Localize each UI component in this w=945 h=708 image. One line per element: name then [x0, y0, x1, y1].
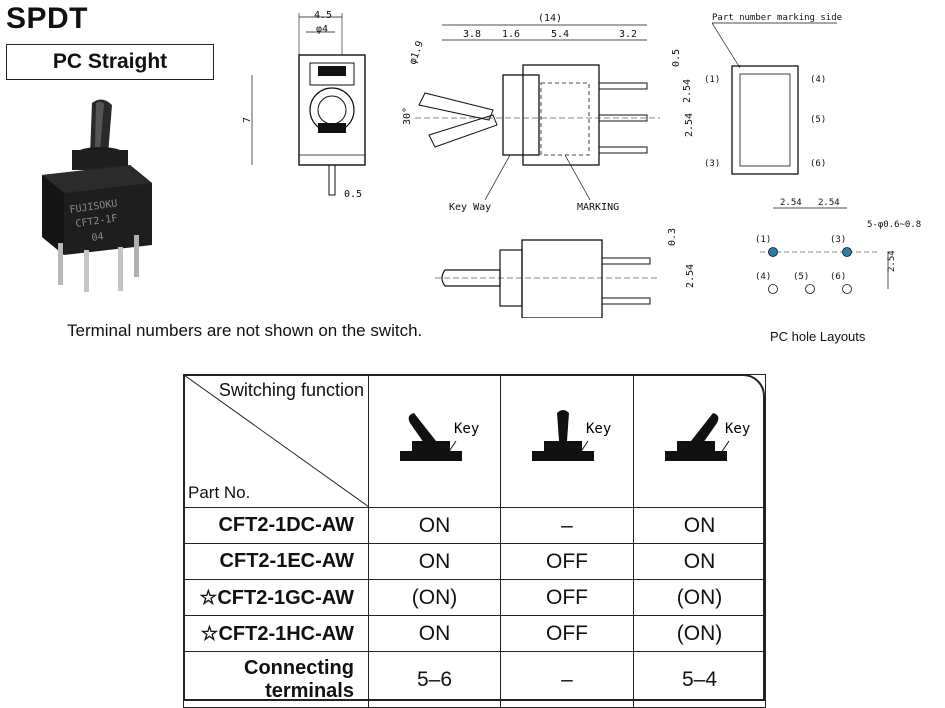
position-center-icon-cell: Key: [500, 374, 634, 508]
connecting-terminals-label: Connecting terminals: [183, 651, 369, 708]
marking-label: MARKING: [577, 202, 619, 213]
subtitle-text: PC Straight: [52, 50, 168, 73]
toggle-center-icon: Key: [532, 410, 611, 461]
table-row: CFT2-1EC-AW ON OFF ON: [183, 543, 766, 580]
hole-pitch-2: 2.54: [818, 198, 840, 208]
state-cell: ON: [633, 543, 766, 580]
side-view-drawing: (14) 3.8 1.6 5.4 3.2 φ1.9 30° 0.5 2.54 2…: [402, 13, 695, 213]
side-d1-label: 3.8: [463, 29, 481, 40]
side-d3-label: 5.4: [551, 29, 569, 40]
hole-label-1: (1): [755, 235, 771, 245]
front-height-label: 7: [242, 117, 253, 123]
hole-label-6: (6): [830, 272, 846, 282]
part-number: ☆CFT2-1GC-AW: [183, 579, 369, 616]
state-cell: OFF: [500, 543, 634, 580]
hole-label-5: (5): [793, 272, 809, 282]
front-view-drawing: 4.5 φ4 7 0.5: [242, 10, 366, 200]
toggle-right-icon: Key: [664, 413, 750, 461]
position-right-icon-cell: Key: [633, 374, 766, 508]
switching-function-table: Switching function Part No. Key: [183, 374, 766, 708]
front-width-label: 4.5: [314, 10, 332, 21]
state-cell: ON: [368, 543, 501, 580]
hole-vertical-pitch: 2.54: [887, 250, 897, 272]
hole-spec-label: 5-φ0.6~0.8: [867, 220, 921, 230]
product-photo: FUJISOKU CFT2-1F 04: [42, 99, 152, 292]
terminal-cell: –: [500, 651, 634, 708]
state-cell: ON: [633, 507, 766, 544]
terminal-note: Terminal numbers are not shown on the sw…: [67, 321, 423, 340]
table-row: ☆CFT2-1GC-AW (ON) OFF (ON): [183, 579, 766, 616]
terminal-cell: 5–6: [368, 651, 501, 708]
side-d4-label: 3.2: [619, 29, 637, 40]
bottom-r2-label: 2.54: [685, 264, 696, 288]
hole-pitch-1: 2.54: [780, 198, 802, 208]
tv-label-1: (1): [704, 75, 720, 85]
side-r1-label: 0.5: [671, 49, 682, 67]
tv-label-3: (3): [704, 159, 720, 169]
state-cell: ON: [368, 507, 501, 544]
side-r2-label: 2.54: [682, 79, 693, 103]
toggle-left-icon: Key: [399, 413, 479, 461]
front-dia-label: φ4: [316, 24, 328, 35]
tv-label-6: (6): [810, 159, 826, 169]
part-no-header: Part No.: [188, 483, 251, 502]
state-cell: (ON): [368, 579, 501, 616]
state-cell: OFF: [500, 579, 634, 616]
side-angle-label: 30°: [402, 107, 413, 125]
table-row: ☆CFT2-1HC-AW ON OFF (ON): [183, 615, 766, 652]
hole-label-3: (3): [830, 235, 846, 245]
key-label-center: Key: [586, 421, 611, 437]
state-cell: (ON): [633, 615, 766, 652]
keyway-label: Key Way: [449, 202, 491, 213]
part-number: CFT2-1DC-AW: [183, 507, 369, 544]
tv-label-5: (5): [810, 115, 826, 125]
part-number: CFT2-1EC-AW: [183, 543, 369, 580]
key-label-right: Key: [725, 421, 750, 437]
connecting-terminals-row: Connecting terminals 5–6 – 5–4: [183, 651, 766, 708]
side-pin-dia-label: φ1.9: [407, 40, 426, 66]
key-label-left: Key: [454, 421, 479, 437]
state-cell: OFF: [500, 615, 634, 652]
pc-hole-caption: PC hole Layouts: [770, 329, 866, 344]
state-cell: –: [500, 507, 634, 544]
state-cell: (ON): [633, 579, 766, 616]
terminal-view-drawing: Part number marking side (1) (4) (5) (3)…: [704, 13, 842, 175]
table-row: CFT2-1DC-AW ON – ON: [183, 507, 766, 544]
photo-label-3: 04: [91, 231, 104, 244]
pc-hole-layout-drawing: 2.54 2.54 5-φ0.6~0.8 (1) (3) (4) (5) (6)…: [755, 198, 921, 294]
switching-function-header: Switching function: [218, 380, 364, 400]
side-d2-label: 1.6: [502, 29, 520, 40]
table-header-corner: Switching function Part No.: [183, 374, 369, 508]
page-title: SPDT: [6, 2, 89, 35]
terminal-cell: 5–4: [633, 651, 766, 708]
hole-label-4: (4): [755, 272, 771, 282]
marking-side-label: Part number marking side: [712, 13, 842, 23]
front-pin-label: 0.5: [344, 189, 362, 200]
bottom-r1-label: 0.3: [667, 228, 678, 246]
side-total-label: (14): [538, 13, 562, 24]
subtitle-box: PC Straight: [6, 44, 214, 80]
part-number: ☆CFT2-1HC-AW: [183, 615, 369, 652]
tv-label-4: (4): [810, 75, 826, 85]
bottom-view-drawing: 0.3 2.54: [435, 228, 696, 318]
side-r3-label: 2.54: [684, 113, 695, 137]
position-left-icon-cell: Key: [368, 374, 501, 508]
state-cell: ON: [368, 615, 501, 652]
